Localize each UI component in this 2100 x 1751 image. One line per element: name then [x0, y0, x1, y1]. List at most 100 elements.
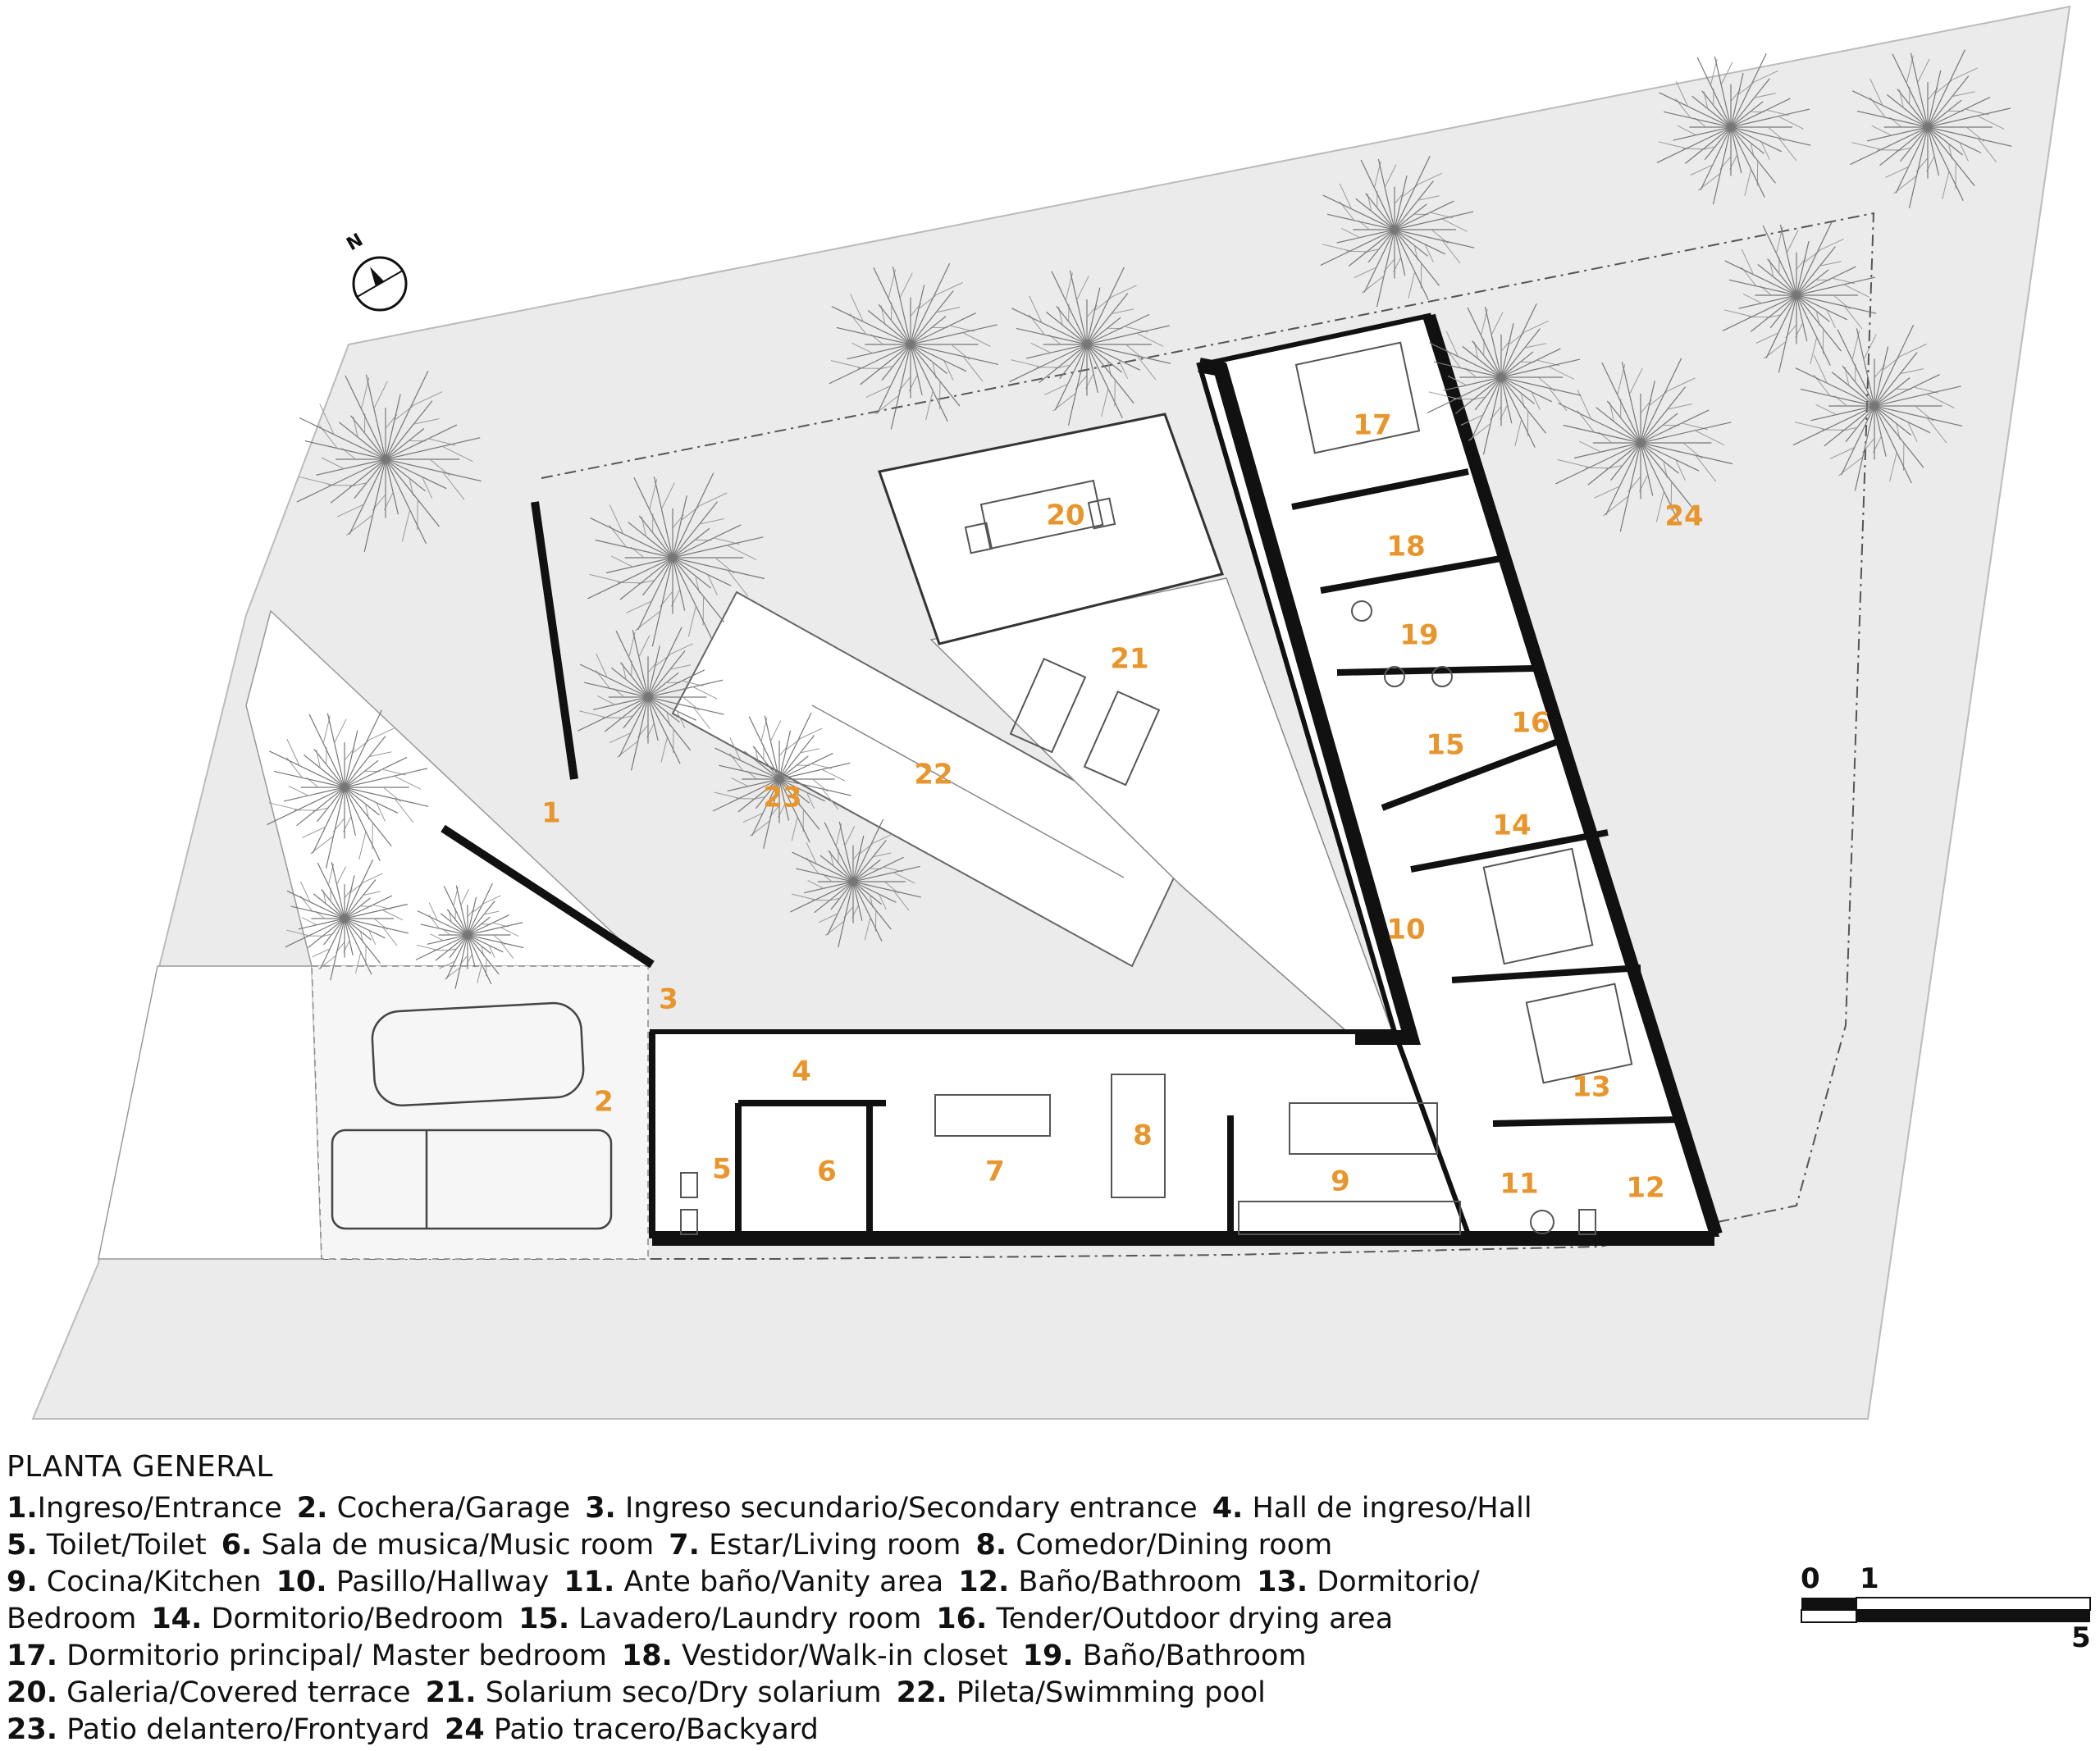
tree [1792, 325, 1963, 491]
room-label-24: 24 [1664, 500, 1703, 533]
legend-item: 5. Toilet/Toilet [7, 1529, 207, 1562]
room-label-1: 1 [541, 797, 561, 830]
legend-item-text: Comedor/Dining room [1007, 1529, 1333, 1562]
tree [829, 263, 999, 430]
legend-item-number: 23. [7, 1713, 58, 1746]
legend-item: 23. Patio delantero/Frontyard [7, 1713, 430, 1746]
legend-item: 10. Pasillo/Hallway [276, 1566, 550, 1598]
legend-item-number: 24 [444, 1713, 485, 1746]
legend-item-text: Dormitorio/ [1308, 1566, 1480, 1598]
legend-item-text: Patio delantero/Frontyard [57, 1713, 430, 1746]
legend-item-number: 8. [975, 1529, 1007, 1562]
pool [671, 591, 1191, 968]
room-label-15: 15 [1426, 729, 1464, 762]
room-label-10: 10 [1386, 914, 1425, 946]
entrance-wall-2 [441, 824, 655, 969]
legend-item-text: Cocina/Kitchen [37, 1566, 262, 1598]
legend-item-number: 3. [585, 1492, 616, 1525]
tree [285, 859, 409, 981]
legend-item-number: 1. [7, 1492, 38, 1525]
room-label-18: 18 [1386, 531, 1425, 563]
legend-item-number: 5. [7, 1529, 38, 1562]
room-label-9: 9 [1331, 1165, 1350, 1198]
room-label-20: 20 [1046, 499, 1084, 532]
pool-inner-line [811, 705, 1125, 878]
bathroom-fixtures [680, 600, 1596, 1235]
tree [578, 627, 724, 771]
legend-item-number: 15. [518, 1603, 570, 1635]
legend-item-text: Baño/Bathroom [1073, 1639, 1307, 1672]
legend-item-number: 18. [621, 1639, 673, 1672]
tree [1009, 267, 1171, 426]
covered-terrace [878, 413, 1224, 645]
legend-item-text: Cochera/Garage [327, 1492, 571, 1525]
kitchen-counter [1238, 1201, 1461, 1235]
legend-item: Bedroom [7, 1603, 136, 1635]
legend-item: 6. Sala de musica/Music room [221, 1529, 655, 1562]
room-label-13: 13 [1572, 1071, 1610, 1104]
legend-item: 14. Dormitorio/Bedroom [151, 1603, 504, 1635]
room-label-6: 6 [817, 1156, 837, 1188]
legend-item-text: Patio tracero/Backyard [484, 1713, 819, 1746]
garage-slab [311, 965, 649, 1260]
room-label-14: 14 [1492, 809, 1531, 842]
legend-item: 7. Estar/Living room [669, 1529, 961, 1562]
legend-item: 4. Hall de ingreso/Hall [1212, 1492, 1532, 1525]
terrace-dining-table [964, 479, 1116, 554]
east-wing-east-wall [1422, 313, 1723, 1237]
trees [267, 49, 2012, 989]
room-label-7: 7 [985, 1156, 1005, 1188]
legend-item-text: Dormitorio principal/ Master bedroom [57, 1639, 607, 1672]
legend-item: 9. Cocina/Kitchen [7, 1566, 262, 1598]
legend-item-number: 19. [1022, 1639, 1074, 1672]
legend-item-text: Pasillo/Hallway [326, 1566, 550, 1598]
dining-table [1111, 1074, 1166, 1198]
tree [1555, 358, 1733, 532]
legend-item: 17. Dormitorio principal/ Master bedroom [7, 1639, 607, 1672]
legend-item: 21. Solarium seco/Dry solarium [426, 1676, 882, 1709]
tree [790, 819, 921, 948]
scale-label-5: 5 [2071, 1621, 2091, 1654]
room-label-16: 16 [1511, 707, 1550, 740]
legend-item-text: Ante baño/Vanity area [614, 1566, 944, 1598]
scale-bar: 0 1 5 [1801, 1562, 2096, 1654]
legend-item-number: 13. [1257, 1566, 1308, 1598]
north-arrow-circle [352, 256, 408, 312]
room-label-17: 17 [1353, 409, 1391, 442]
legend-item-text: Galeria/Covered terrace [57, 1676, 411, 1709]
kitchen-island [1289, 1102, 1438, 1155]
scale-label-0: 0 [1801, 1562, 1820, 1595]
legend-item: 3. Ingreso secundario/Secondary entrance [585, 1492, 1198, 1525]
room-label-8: 8 [1133, 1119, 1153, 1152]
room-label-3: 3 [659, 983, 678, 1016]
parked-cars [331, 1001, 613, 1230]
tree [587, 472, 765, 647]
sun-loungers [1009, 658, 1161, 787]
legend-line: 23. Patio delantero/Frontyard 24 Patio tr… [7, 1712, 1746, 1749]
legend-item-text: Pileta/Swimming pool [947, 1676, 1266, 1709]
legend-item: 1.Ingreso/Entrance [7, 1492, 282, 1525]
legend-item-text: Hall de ingreso/Hall [1243, 1492, 1532, 1525]
legend-item: 20. Galeria/Covered terrace [7, 1676, 411, 1709]
interior-walls [649, 468, 1682, 1238]
north-arrow-needle [370, 267, 385, 286]
tree [296, 371, 482, 553]
north-letter: N [344, 230, 367, 255]
tree [267, 709, 429, 869]
legend-item: 13. Dormitorio/ [1257, 1566, 1480, 1598]
entrance-wall-1 [531, 501, 578, 780]
legend-item-number: 20. [7, 1676, 58, 1709]
legend-item-text: Toilet/Toilet [37, 1529, 207, 1562]
legend-item-number: 11. [564, 1566, 615, 1598]
legend-item: 18. Vestidor/Walk-in closet [622, 1639, 1008, 1672]
legend-item-text: Baño/Bathroom [1009, 1566, 1243, 1598]
north-arrow: N [344, 230, 408, 312]
legend-item-text: Estar/Living room [699, 1529, 961, 1562]
legend-item-number: 12. [958, 1566, 1010, 1598]
tree [1722, 221, 1877, 373]
